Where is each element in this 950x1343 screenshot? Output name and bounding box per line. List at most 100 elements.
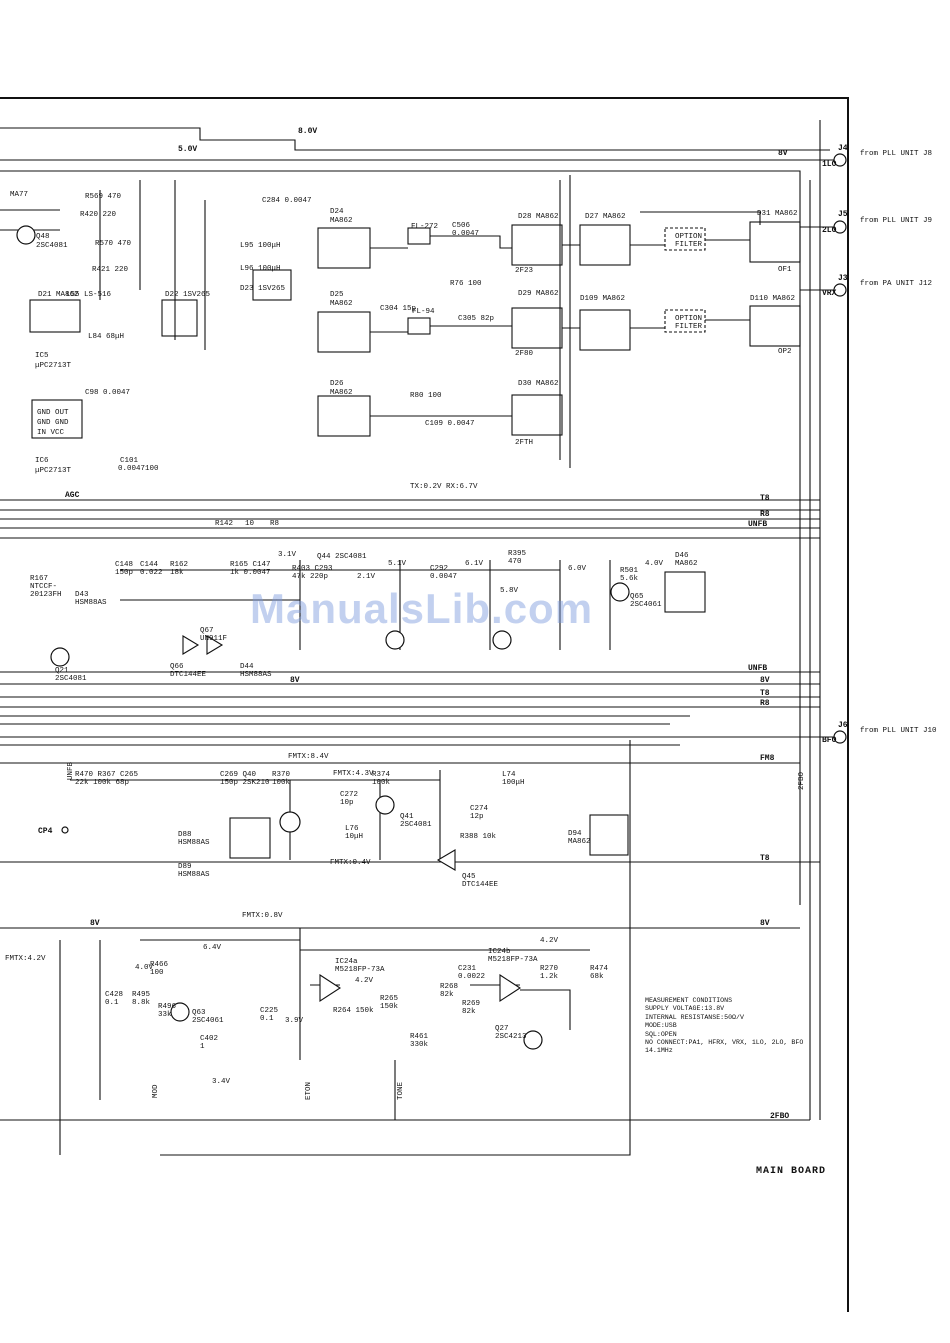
svg-text:μPC2713T: μPC2713T [35, 467, 72, 475]
svg-text:0.1: 0.1 [260, 1015, 274, 1023]
rail-5v-label: 5.0V [178, 145, 197, 154]
svg-text:DTC144EE: DTC144EE [170, 671, 207, 679]
svg-text:IC6: IC6 [35, 457, 49, 465]
svg-text:FILTER: FILTER [675, 323, 703, 331]
8v-label-2: 8V [760, 676, 770, 685]
svg-text:IC24b: IC24b [488, 948, 511, 956]
2fbo-label-bottom: 2FBO [770, 1112, 789, 1121]
buffer-q45 [436, 849, 456, 871]
rail-8v-label: 8.0V [298, 127, 317, 136]
d88-d89-frame [229, 817, 271, 859]
j4-jack [833, 153, 847, 167]
svg-text:L55 LS-516: L55 LS-516 [66, 291, 112, 299]
svg-text:D29 MA862: D29 MA862 [518, 290, 559, 298]
v-4-0a: 4.0V [645, 560, 664, 568]
svg-text:22k 100k 68p: 22k 100k 68p [75, 779, 129, 787]
q65-symbol [610, 582, 630, 602]
svg-text:Q21: Q21 [55, 667, 69, 675]
fmtx08-label: FMTX:0.8V [242, 912, 283, 920]
v-3-1: 3.1V [278, 551, 297, 559]
j5-ref: J5 [838, 210, 848, 219]
svg-text:Q48: Q48 [36, 233, 50, 241]
svg-text:5.6k: 5.6k [620, 575, 639, 583]
svg-text:D44: D44 [240, 663, 254, 671]
svg-text:82k: 82k [462, 1008, 476, 1016]
r8-label-2: R8 [760, 699, 770, 708]
svg-text:0.1: 0.1 [105, 999, 119, 1007]
q44-symbol [385, 630, 405, 650]
svg-text:Q44 2SC4081: Q44 2SC4081 [317, 553, 367, 561]
svg-text:R165 C147: R165 C147 [230, 561, 271, 569]
svg-text:100k: 100k [372, 779, 391, 787]
svg-text:D31 MA862: D31 MA862 [757, 210, 798, 218]
fmtx43-label: FMTX:4.3V [333, 770, 374, 778]
v-5-1: 5.1V [388, 560, 407, 568]
net-2fbo-vertical: 2FBO [798, 771, 806, 790]
svg-text:10μH: 10μH [345, 833, 363, 841]
svg-text:Q65: Q65 [630, 593, 644, 601]
j6-signal: BFO [822, 736, 837, 745]
svg-text:L84 68μH: L84 68μH [88, 333, 124, 341]
svg-text:D46: D46 [675, 552, 689, 560]
svg-text:2SC4061: 2SC4061 [630, 601, 662, 609]
opamp-ic24b [499, 973, 522, 1003]
rail-5v-8v-wire [0, 127, 830, 151]
j3-ref: J3 [838, 274, 848, 283]
8v-label-left: 8V [90, 919, 100, 928]
svg-text:330k: 330k [410, 1041, 429, 1049]
svg-text:68k: 68k [590, 973, 604, 981]
manualslib-watermark: ManualsLib.com [250, 585, 594, 632]
8v-label-3: 8V [760, 919, 770, 928]
svg-text:2SC4081: 2SC4081 [36, 242, 68, 250]
svg-text:C305 82p: C305 82p [458, 315, 494, 323]
svg-text:R76 100: R76 100 [450, 280, 482, 288]
svg-text:0.0047: 0.0047 [452, 230, 479, 238]
net-tone: TONE [397, 1081, 405, 1100]
svg-text:D109 MA862: D109 MA862 [580, 295, 625, 303]
t8-label-3: T8 [760, 854, 770, 863]
svg-text:L74: L74 [502, 771, 516, 779]
svg-text:2F23: 2F23 [515, 267, 534, 275]
measurement-line: MODE:USB [645, 1022, 677, 1030]
svg-text:C144: C144 [140, 561, 159, 569]
svg-text:1k 0.0047: 1k 0.0047 [230, 569, 271, 577]
left-stages [0, 180, 206, 350]
svg-text:Q45: Q45 [462, 873, 476, 881]
fmtx04-label: FMTX:0.4V [330, 859, 371, 867]
j6-note: from PLL UNIT J10 [860, 727, 937, 735]
svg-text:IN VCC: IN VCC [37, 429, 65, 437]
svg-text:IC5: IC5 [35, 352, 49, 360]
fmtx84-label: FMTX:8.4V [288, 753, 329, 761]
v-4-2a: 4.2V [355, 977, 374, 985]
svg-text:L95 100μH: L95 100μH [240, 242, 281, 250]
svg-text:R268: R268 [440, 983, 458, 991]
v-5-8: 5.8V [500, 587, 519, 595]
svg-text:C402: C402 [200, 1035, 218, 1043]
agc-label: AGC [65, 491, 80, 500]
svg-text:D24: D24 [330, 208, 344, 216]
svg-text:0.022: 0.022 [140, 569, 163, 577]
svg-text:MA862: MA862 [675, 560, 698, 568]
net-eton: ETON [305, 1082, 313, 1100]
measurement-conditions: MEASUREMENT CONDITIONS SUPPLY VOLTAGE:13… [645, 997, 803, 1056]
svg-text:HSM88AS: HSM88AS [178, 871, 210, 879]
svg-text:D27 MA862: D27 MA862 [585, 213, 626, 221]
svg-text:D23 1SV265: D23 1SV265 [240, 285, 286, 293]
svg-text:R269: R269 [462, 1000, 480, 1008]
d22-frame [161, 299, 198, 337]
svg-text:R374: R374 [372, 771, 391, 779]
svg-text:R162: R162 [170, 561, 188, 569]
svg-text:2SC4081: 2SC4081 [55, 675, 87, 683]
svg-text:12p: 12p [470, 813, 484, 821]
svg-text:D26: D26 [330, 380, 344, 388]
svg-text:C225: C225 [260, 1007, 279, 1015]
svg-text:D94: D94 [568, 830, 582, 838]
svg-text:Q41: Q41 [400, 813, 414, 821]
svg-text:R388 10k: R388 10k [460, 833, 497, 841]
svg-text:18k: 18k [170, 569, 184, 577]
opamp-ic24a [319, 973, 342, 1003]
part-ma77: MA77 [10, 191, 28, 199]
svg-text:HSM88AS: HSM88AS [240, 671, 272, 679]
svg-text:R370: R370 [272, 771, 291, 779]
